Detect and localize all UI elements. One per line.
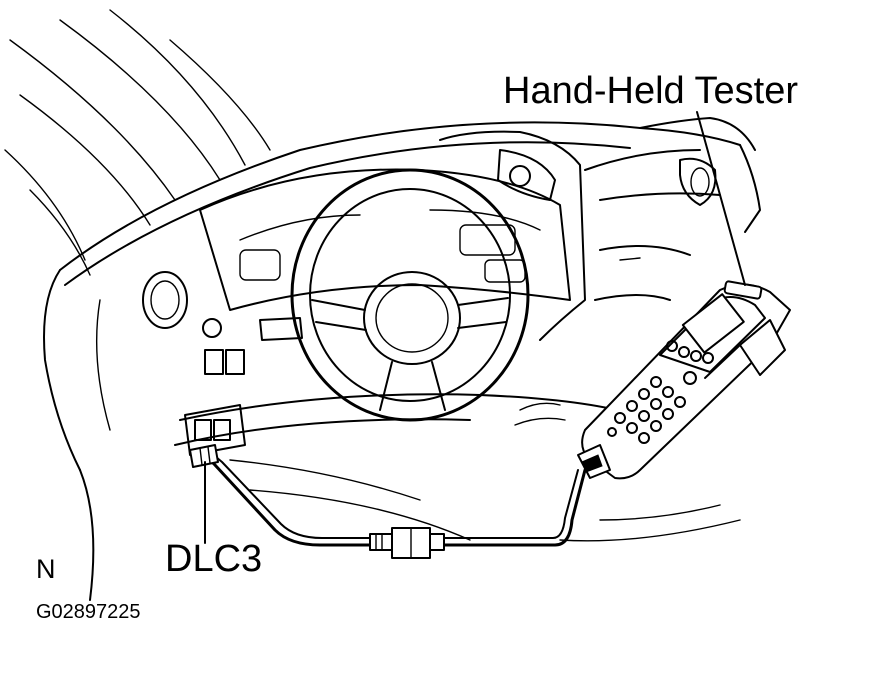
dlc3-socket <box>189 444 219 468</box>
figure-code: G02897225 <box>36 601 141 623</box>
leader-lines <box>204 111 746 544</box>
windshield-lines <box>4 9 271 276</box>
tester-label: Hand-Held Tester <box>503 70 799 112</box>
view-marker: N <box>36 554 56 584</box>
inline-connector <box>369 527 445 559</box>
diagnostic-cable <box>203 451 587 547</box>
steering-wheel <box>259 168 530 422</box>
hand-held-tester <box>577 280 791 480</box>
center-console <box>439 130 721 426</box>
left-switches <box>184 349 246 456</box>
left-vent <box>142 271 222 338</box>
tester-keypad <box>607 371 697 444</box>
dlc3-label: DLC3 <box>165 538 263 580</box>
tester-function-keys <box>666 340 714 364</box>
